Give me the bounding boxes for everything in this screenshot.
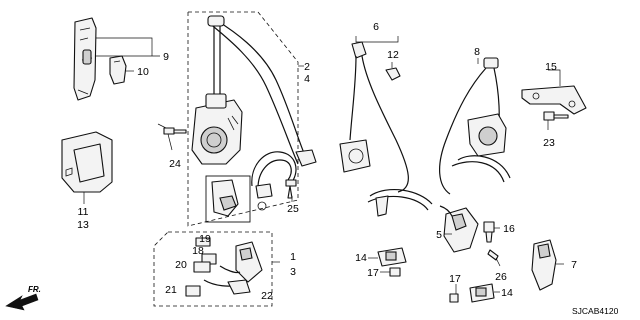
rear-belt-8-part — [439, 57, 511, 195]
callout-11: 11 — [78, 206, 89, 218]
callout-5: 5 — [436, 229, 442, 241]
callout-6: 6 — [373, 21, 379, 33]
callout-20: 20 — [175, 259, 187, 271]
clip-14-left-part — [377, 247, 407, 267]
bolt-25-part — [257, 179, 297, 211]
callout-16: 16 — [503, 223, 515, 235]
front-arrow-label: FR. — [28, 285, 41, 294]
screw-17-right-part — [449, 293, 459, 303]
front-direction-arrow-icon — [5, 293, 39, 311]
callout-19: 19 — [199, 233, 211, 245]
diagram-code: SJCAB4120 — [572, 306, 619, 316]
clip-part — [109, 55, 127, 85]
bracket-15-part — [521, 85, 587, 115]
leader-24 — [167, 133, 173, 151]
callout-23: 23 — [543, 137, 555, 149]
callout-1: 1 — [290, 251, 296, 263]
callout-26: 26 — [495, 271, 507, 283]
callout-9: 9 — [163, 51, 169, 63]
callout-24: 24 — [169, 158, 181, 170]
leader-26 — [495, 257, 501, 267]
bolt-26-part — [487, 249, 499, 261]
belt-cover-part — [61, 131, 113, 193]
front-belt-part — [207, 15, 317, 167]
front-retractor-part — [191, 93, 243, 165]
bolt-23-part — [543, 111, 569, 121]
leader-6 — [355, 36, 399, 43]
leader-9 — [96, 37, 160, 57]
leader-15 — [548, 69, 561, 86]
buckle-tongue-inset — [205, 175, 251, 223]
callout-2: 2 — [304, 61, 310, 73]
clip-14-right-part — [469, 283, 495, 303]
callout-14-right: 14 — [501, 287, 513, 299]
screw-17-left-part — [389, 267, 401, 277]
sensor-part — [185, 237, 217, 297]
rear-buckle-part — [531, 239, 557, 291]
buckle-frame-1-3 — [153, 231, 273, 307]
callout-7: 7 — [571, 259, 577, 271]
callout-12: 12 — [387, 49, 399, 61]
center-buckle-part — [439, 205, 479, 253]
callout-18: 18 — [192, 245, 204, 257]
leader-24b — [157, 123, 167, 129]
callout-21: 21 — [165, 284, 177, 296]
callout-8: 8 — [474, 46, 480, 58]
bolt-24-part — [163, 127, 187, 135]
callout-17-right: 17 — [449, 273, 461, 285]
assembly-frame-2-4 — [187, 11, 299, 227]
pillar-cover-part — [73, 17, 97, 101]
callout-14-left: 14 — [355, 252, 367, 264]
callout-25: 25 — [287, 203, 299, 215]
callout-4: 4 — [304, 73, 310, 85]
callout-22: 22 — [261, 290, 273, 302]
callout-17-left: 17 — [367, 267, 379, 279]
callout-13: 13 — [77, 219, 89, 231]
bolt-16-part — [483, 221, 495, 243]
bracket-12-part — [385, 67, 401, 81]
callout-10: 10 — [137, 66, 149, 78]
callout-3: 3 — [290, 266, 296, 278]
buckle-part — [219, 241, 263, 283]
rear-belt-6-part — [339, 41, 433, 217]
pretensioner-part — [251, 151, 297, 199]
callout-15: 15 — [545, 61, 557, 73]
buckle-wire-part — [203, 279, 251, 295]
